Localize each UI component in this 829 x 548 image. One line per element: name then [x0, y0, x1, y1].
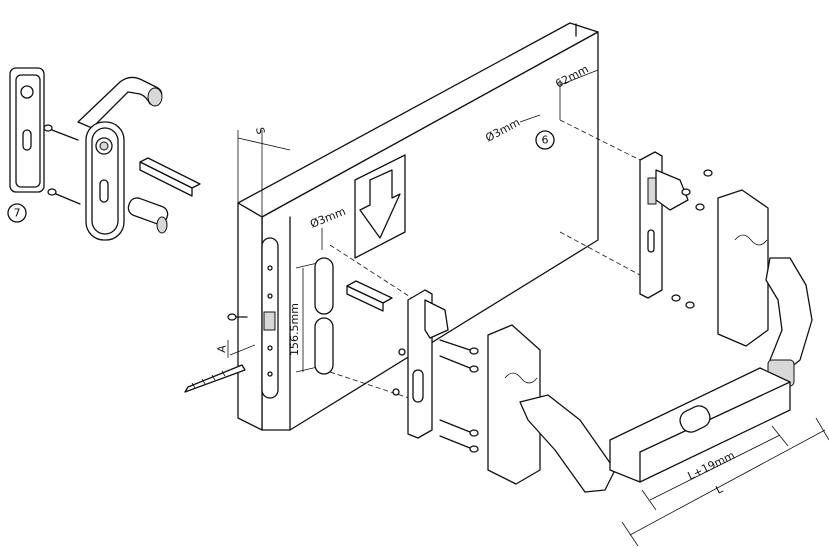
- callout-handle-set: [7, 203, 27, 223]
- panic-bar-end-cap-left: [487, 324, 541, 485]
- callout-strike-plate-number: 6: [542, 134, 549, 147]
- center-screws: [392, 339, 479, 453]
- handle-spindle: [139, 157, 201, 197]
- door-slot-lower: [314, 317, 334, 375]
- dimension-door-thickness: S: [237, 126, 291, 217]
- section-marker-label: A: [215, 344, 229, 353]
- panic-bar-arm-right: [765, 257, 813, 387]
- panic-bar-arm-left: [519, 394, 616, 493]
- long-bolt: [184, 364, 246, 393]
- dimension-fixing-height: 156.5mm: [288, 261, 323, 373]
- alignment-line: [329, 371, 416, 401]
- callout-strike-plate: [535, 130, 555, 150]
- push-bar: [609, 367, 791, 483]
- bar-length-label: L: [714, 482, 726, 497]
- lever-handle: [77, 76, 163, 129]
- fixing-height-label: 156.5mm: [288, 303, 301, 356]
- door-slot-upper: [314, 257, 334, 315]
- alignment-line: [559, 231, 641, 276]
- dimension-bar-length: L: [621, 417, 829, 547]
- alignment-line: [559, 119, 651, 166]
- edge-screw-top: [227, 313, 248, 321]
- handle-rose-plate: [85, 121, 125, 241]
- escutcheon-plate-back: [9, 67, 45, 193]
- panic-bar-end-cap-right: [717, 189, 769, 347]
- strike-screws-top: [671, 169, 713, 309]
- door-thickness-label: S: [253, 126, 267, 135]
- lock-body-center: [407, 289, 449, 439]
- callout-handle-set-number: 7: [14, 207, 21, 220]
- fixing-screws-left: [43, 124, 81, 205]
- alignment-line: [329, 244, 416, 301]
- mortise-lock-faceplate: [261, 237, 279, 399]
- square-spindle: [346, 280, 393, 312]
- section-marker: A: [215, 340, 256, 358]
- direction-arrow-sign: [354, 154, 406, 259]
- euro-cylinder: [127, 197, 169, 234]
- strike-mechanism-top: [639, 151, 689, 299]
- door-leaf: [237, 22, 599, 431]
